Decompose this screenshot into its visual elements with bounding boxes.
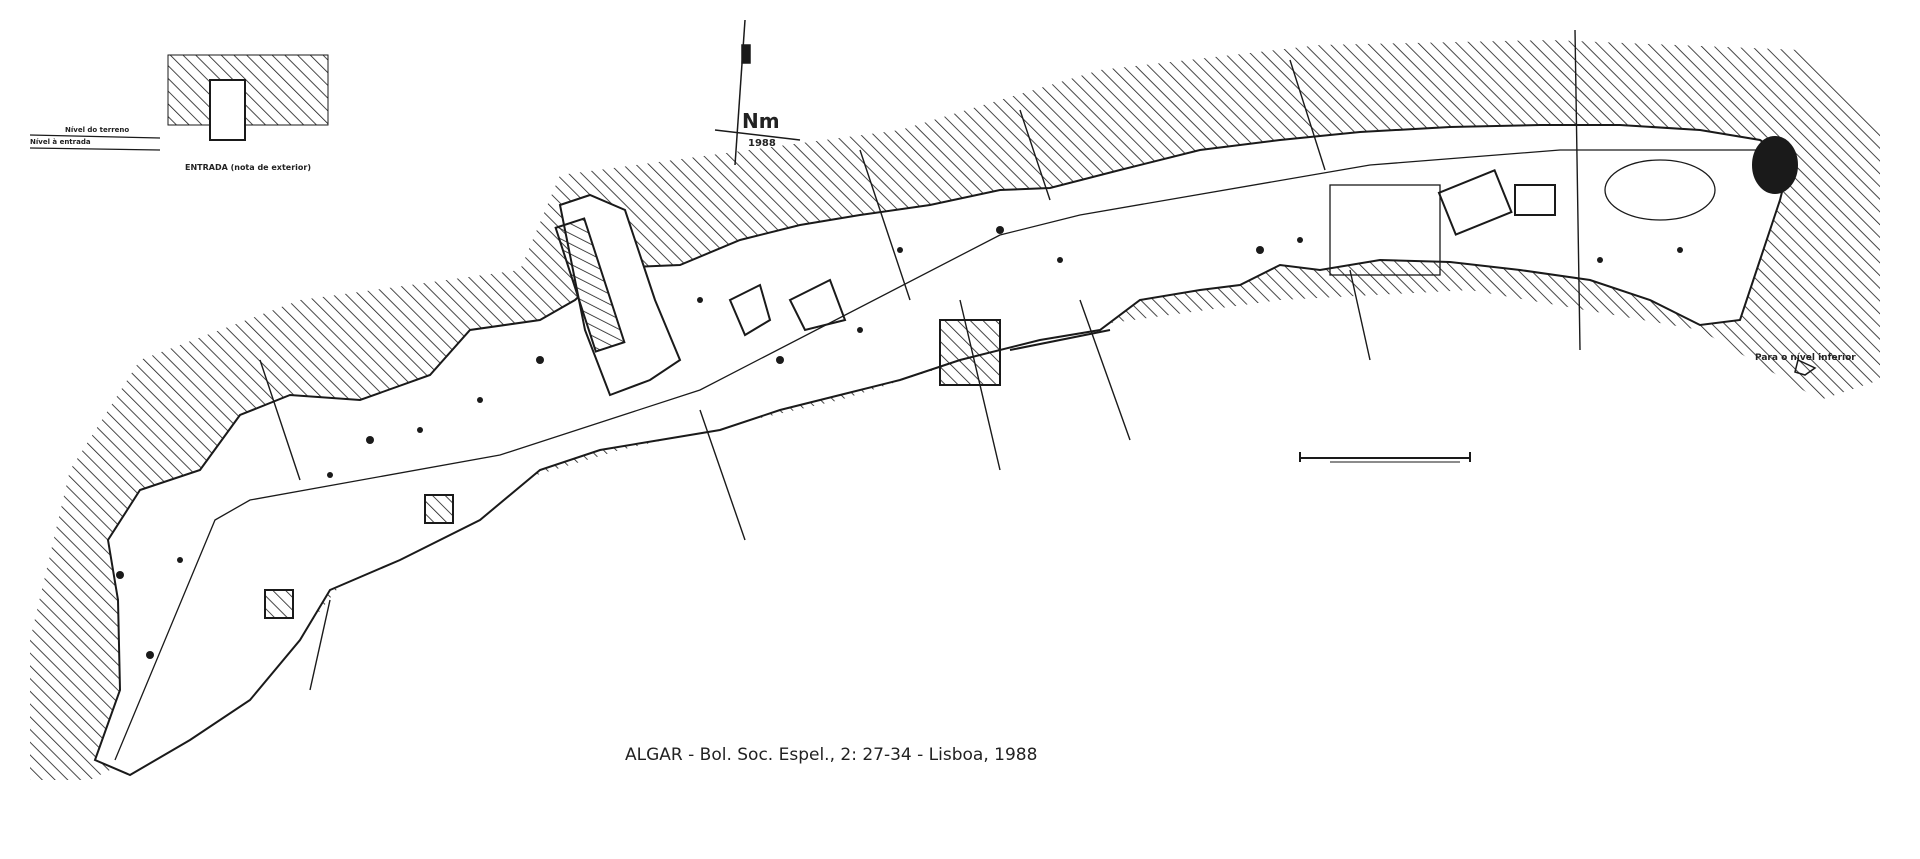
north-year: 1988 xyxy=(748,138,776,149)
lower-level-arrow xyxy=(1794,358,1817,376)
cave-passage xyxy=(93,124,1792,777)
lower-level-label: Para o nível inferior xyxy=(1755,353,1856,363)
entrance-inset xyxy=(29,54,329,151)
survey-line xyxy=(114,149,1760,761)
level-surface-label: Nível à entrada xyxy=(30,138,91,146)
entrance-caption: ENTRADA (nota de exterior) xyxy=(185,163,311,172)
shaft-stairs xyxy=(554,217,626,353)
scale-bar xyxy=(1299,452,1471,463)
level-ground-label: Nível do terreno xyxy=(65,126,129,134)
north-arrow xyxy=(714,19,801,166)
north-label: Nm xyxy=(742,109,780,133)
source-caption: ALGAR - Bol. Soc. Espel., 2: 27-34 - Lis… xyxy=(625,745,1038,765)
boulders xyxy=(116,226,1683,659)
cave-features xyxy=(264,136,1798,619)
